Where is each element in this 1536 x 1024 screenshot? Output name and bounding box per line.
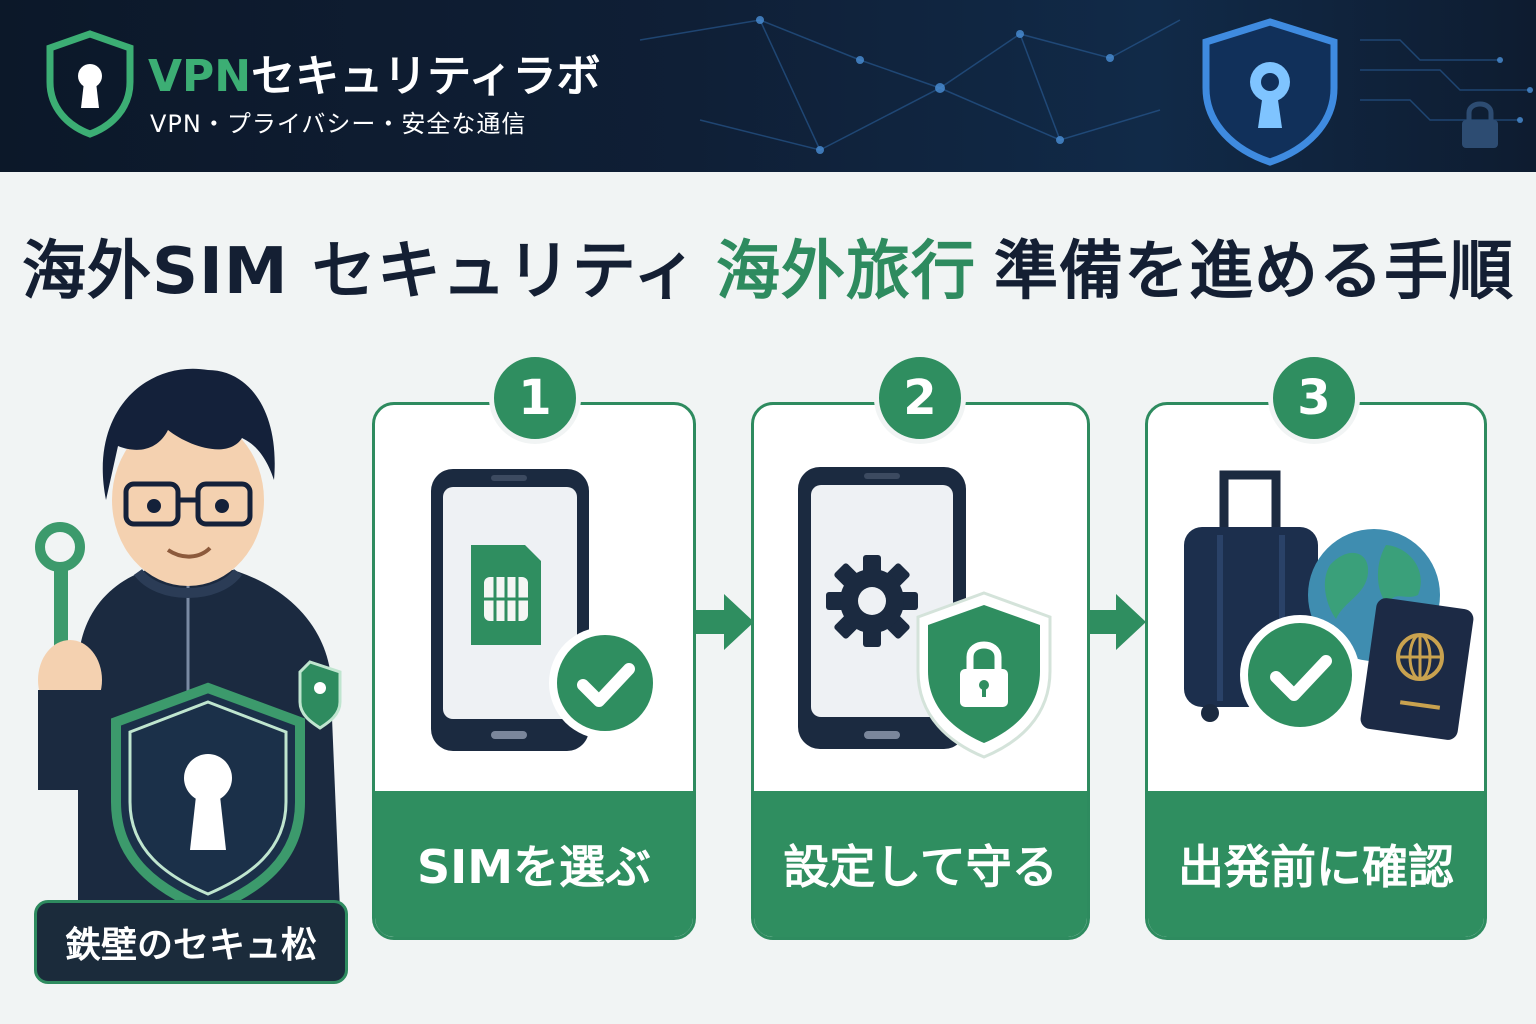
page-title: 海外SIM セキュリティ海外旅行準備を進める手順 xyxy=(0,220,1536,312)
arrow-right-icon xyxy=(1088,594,1146,650)
title-highlight: 海外旅行 xyxy=(716,235,977,309)
step-card-1[interactable]: SIMを選ぶ xyxy=(372,402,696,940)
gear-icon xyxy=(826,555,918,647)
lock-icon xyxy=(1462,101,1498,148)
step-1-illustration xyxy=(431,469,661,751)
step-card-3[interactable]: 出発前に確認 xyxy=(1145,402,1487,940)
brand-tagline: VPN・プライバシー・安全な通信 xyxy=(150,110,527,138)
shield-keyhole-icon xyxy=(1202,18,1338,166)
step-1-label: SIMを選ぶ xyxy=(375,791,693,937)
arrow-right-icon xyxy=(696,594,754,650)
step-3-label: 出発前に確認 xyxy=(1148,791,1484,937)
site-header: VPNセキュリティラボ VPN・プライバシー・安全な通信 xyxy=(0,0,1536,172)
step-2-label: 設定して守る xyxy=(754,791,1087,937)
character-name-badge: 鉄壁のセキュ松 xyxy=(34,900,348,984)
shield-lock-icon xyxy=(916,591,1052,759)
title-part2: 準備を進める手順 xyxy=(994,235,1515,309)
step-number-3: 3 xyxy=(1268,352,1360,444)
title-part1: 海外SIM セキュリティ xyxy=(21,235,699,309)
step-number-1: 1 xyxy=(489,352,581,444)
step-card-2[interactable]: 設定して守る xyxy=(751,402,1090,940)
sim-card-icon xyxy=(471,545,541,645)
shield-keyhole-icon xyxy=(46,30,134,138)
brand-suffix: セキュリティラボ xyxy=(251,51,601,102)
character-illustration xyxy=(35,368,342,910)
check-icon xyxy=(1240,615,1360,735)
check-icon xyxy=(549,627,661,739)
network-background xyxy=(639,16,1533,154)
step-number-2: 2 xyxy=(874,352,966,444)
shield-keyhole-icon xyxy=(111,682,305,910)
passport-icon xyxy=(1360,598,1474,740)
step-3-illustration xyxy=(1184,470,1474,740)
step-2-illustration xyxy=(798,467,1052,759)
brand-title[interactable]: VPNセキュリティラボ xyxy=(148,40,600,104)
brand-prefix: VPN xyxy=(148,51,252,102)
